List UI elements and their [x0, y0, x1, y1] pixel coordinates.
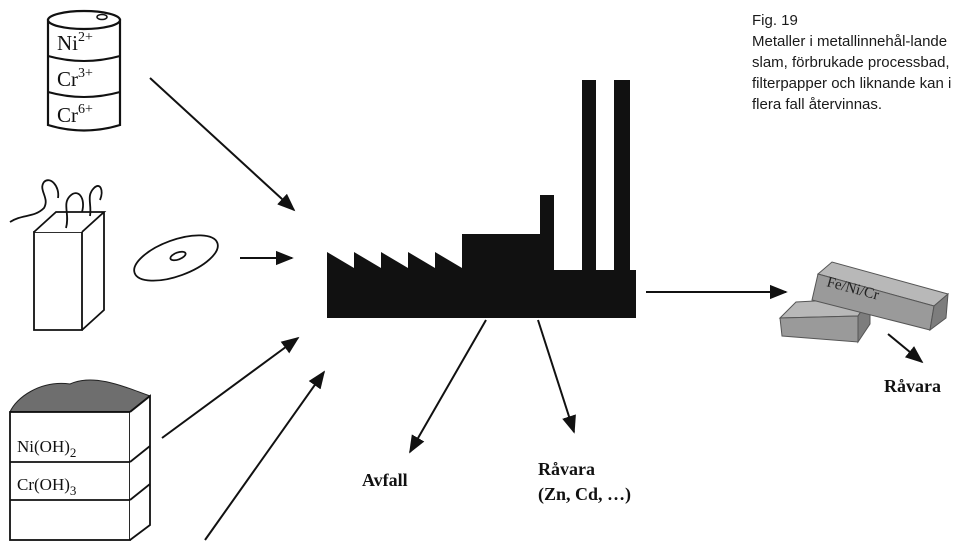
ingot-icon: Fe/Ni/Cr: [778, 261, 950, 344]
figure-number: Fig. 19: [752, 12, 798, 29]
flow-arrows: [149, 77, 924, 541]
factory-icon: [327, 80, 636, 318]
barrel-cr6-label: Cr6+: [57, 102, 93, 127]
filter-disc-icon: [133, 234, 219, 282]
sludge-row2-label: Cr(OH)3: [17, 475, 76, 498]
arrow-ingot-to-raw: [887, 333, 924, 364]
waste-label: Avfall: [362, 470, 408, 490]
figure-caption-text: Metaller i metallinnehål-lande slam, för…: [752, 33, 952, 113]
sludge-box-icon: Ni(OH)2 Cr(OH)3: [9, 379, 151, 541]
process-bath-icon: [9, 179, 107, 331]
sludge-row1-label: Ni(OH)2: [17, 437, 76, 460]
arrow-sludge-to-factory: [161, 336, 300, 439]
figure-caption: Fig. 19 Metaller i metallinnehål-lande s…: [752, 10, 957, 115]
ingot-raw-material-label: Råvara: [884, 376, 941, 396]
barrel-cr3-label: Cr3+: [57, 66, 93, 91]
raw-material-detail: (Zn, Cd, …): [538, 484, 631, 505]
barrel-ni-label: Ni2+: [57, 30, 93, 55]
arrow-bottom-to-factory: [204, 370, 326, 541]
arrow-to-waste: [409, 319, 487, 454]
raw-material-label: Råvara: [538, 459, 595, 479]
barrel-icon: Ni2+ Cr3+ Cr6+: [46, 9, 122, 132]
arrow-to-raw-material: [537, 319, 576, 434]
arrow-barrel-to-factory: [149, 77, 296, 212]
